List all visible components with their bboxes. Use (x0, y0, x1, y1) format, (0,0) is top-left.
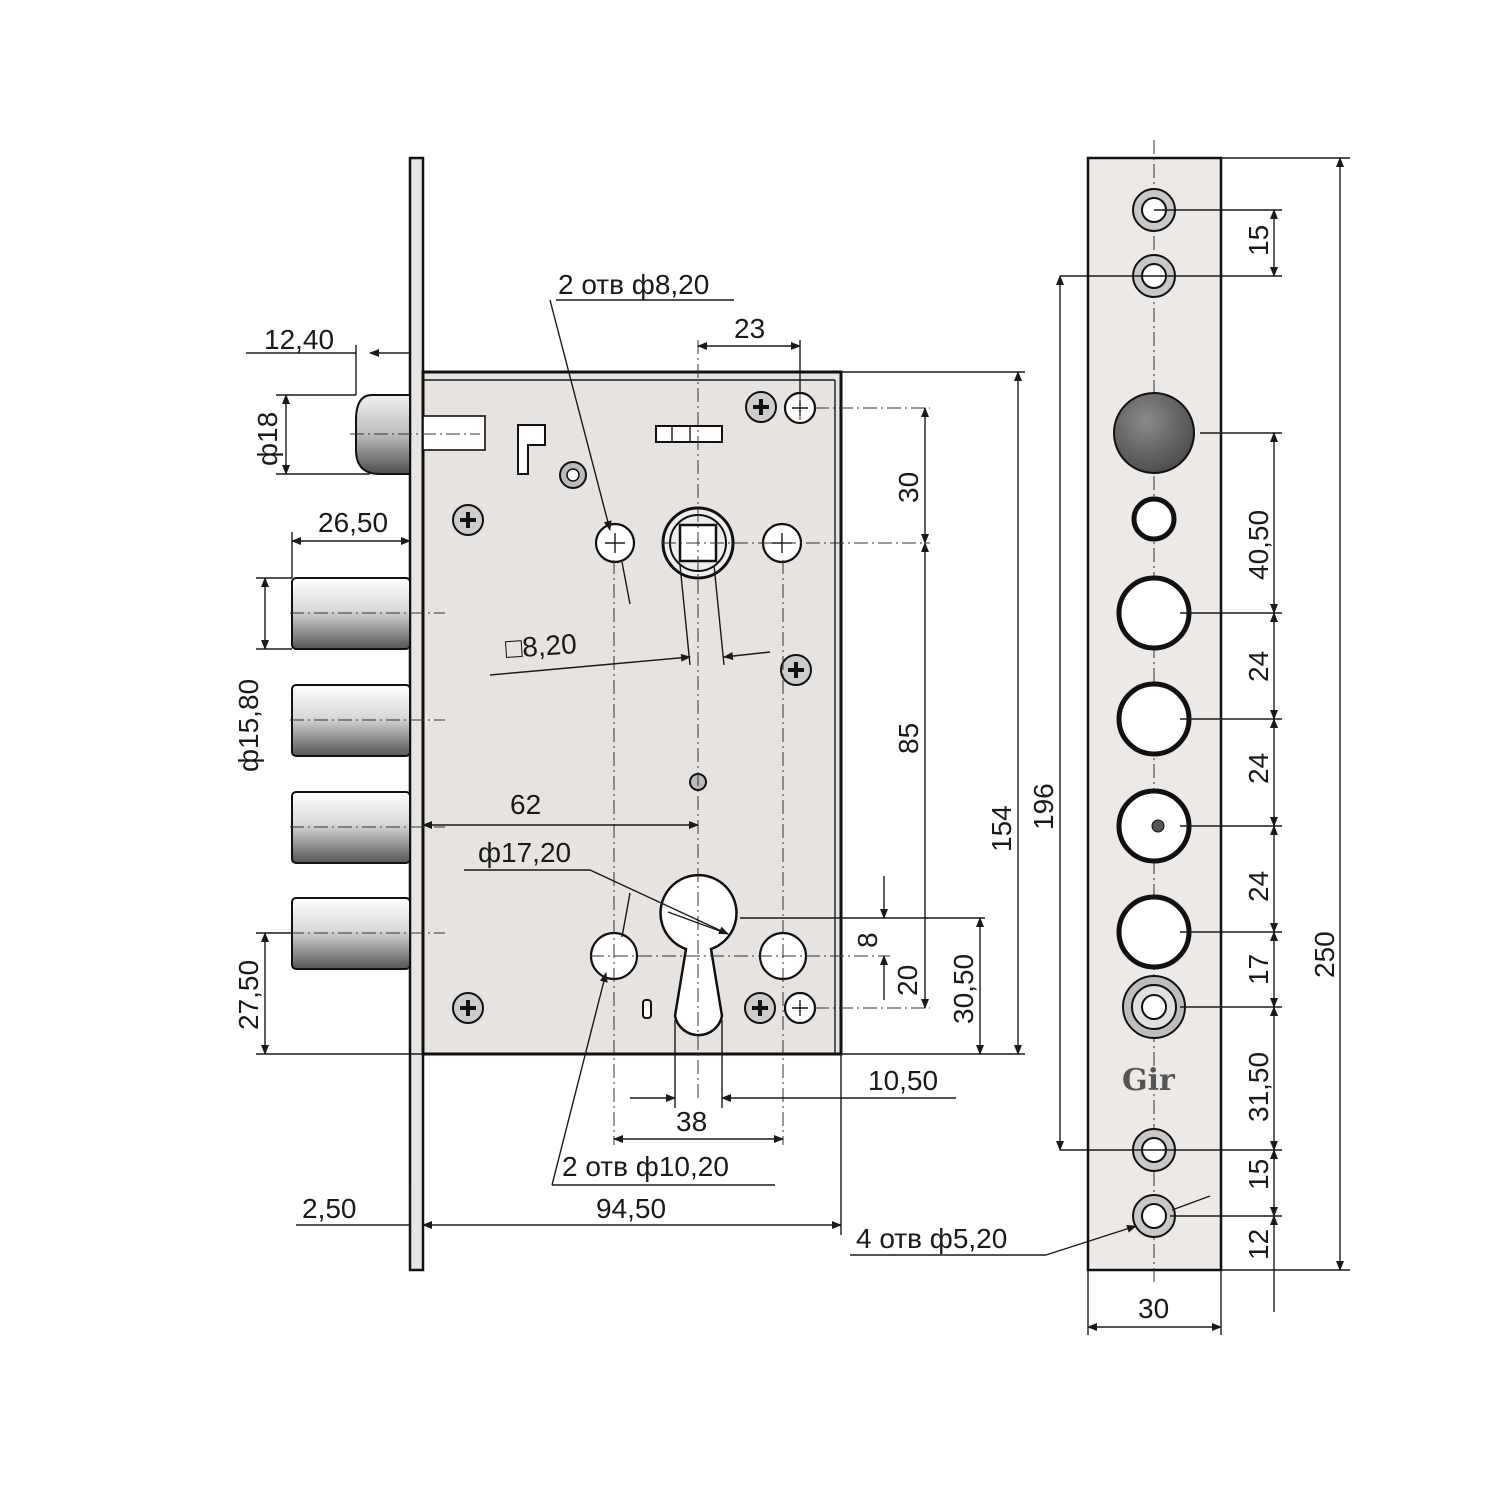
latch-bolt (350, 394, 486, 475)
dim-10-50: 10,50 (868, 1065, 938, 1096)
strike-dimension-lines (850, 157, 1350, 1335)
bolt-opening-4 (1116, 894, 1192, 970)
dim-strike-31-50: 31,50 (1243, 1052, 1274, 1122)
latch-lever (517, 424, 546, 475)
dim-strike-24-a: 24 (1243, 651, 1274, 682)
phillips-screw-icon (780, 654, 812, 686)
small-ring (1131, 496, 1177, 542)
strike-plate-view: Gir (850, 140, 1350, 1335)
lock-body-view: 12,40 ф18 26,50 ф15,80 27,50 2,50 94,50 … (233, 156, 1025, 1272)
bolt-opening-2 (1116, 681, 1192, 757)
dim-latch-diameter: ф18 (252, 412, 283, 466)
dim-strike-12: 12 (1243, 1229, 1274, 1260)
dim-30: 30 (893, 472, 924, 503)
dim-holes-bottom: 2 отв ф10,20 (562, 1151, 729, 1182)
phillips-screw-icon (452, 504, 484, 536)
dim-bolt-bottom: 27,50 (233, 960, 264, 1030)
dim-8: 8 (852, 932, 883, 948)
dim-85: 85 (893, 723, 924, 754)
dim-cylinder-diameter: ф17,20 (478, 837, 571, 868)
dim-bolt-diameter: ф15,80 (233, 679, 264, 772)
dim-strike-width: 30 (1138, 1293, 1169, 1324)
faceplate (408, 156, 425, 1272)
dimension-lines (246, 299, 1025, 1270)
adjust-screw-icon (1122, 975, 1186, 1039)
latch-opening (1113, 392, 1195, 474)
dim-strike-250: 250 (1309, 931, 1340, 978)
dim-23: 23 (734, 313, 765, 344)
brand-logo: Gir (1122, 1063, 1176, 1098)
dim-bolt-projection: 26,50 (318, 507, 388, 538)
dim-strike-24-b: 24 (1243, 753, 1274, 784)
dim-38: 38 (676, 1106, 707, 1137)
dim-case-width: 94,50 (596, 1193, 666, 1224)
mounting-hole-icon (1132, 1194, 1176, 1238)
dim-latch-projection: 12,40 (264, 324, 334, 355)
dim-30-50: 30,50 (948, 954, 979, 1024)
bolt-opening-1 (1116, 575, 1192, 651)
phillips-screw-icon (745, 391, 777, 423)
dim-strike-17: 17 (1243, 954, 1274, 985)
dim-strike-15-bottom: 15 (1243, 1159, 1274, 1190)
slot-indicator (655, 425, 723, 443)
dim-20: 20 (892, 965, 923, 996)
dim-backset: 62 (510, 789, 541, 820)
mounting-hole-icon (783, 991, 817, 1025)
phillips-screw-icon (452, 992, 484, 1024)
dim-strike-40-50: 40,50 (1243, 510, 1274, 580)
dim-spindle-square: □8,20 (504, 628, 577, 664)
dim-196: 196 (1028, 783, 1059, 830)
dim-strike-holes: 4 отв ф5,20 (856, 1223, 1007, 1254)
dim-strike-24-c: 24 (1243, 871, 1274, 902)
dim-faceplate-thickness: 2,50 (302, 1193, 357, 1224)
mounting-hole-icon (559, 461, 587, 489)
mounting-hole-icon (594, 522, 636, 564)
phillips-screw-icon (744, 992, 776, 1024)
cylinder-keyhole-icon (659, 873, 738, 1037)
deadbolts (290, 577, 445, 970)
dim-strike-15-top: 15 (1243, 225, 1274, 256)
dim-154: 154 (986, 805, 1017, 852)
dim-holes-top: 2 отв ф8,20 (558, 269, 709, 300)
